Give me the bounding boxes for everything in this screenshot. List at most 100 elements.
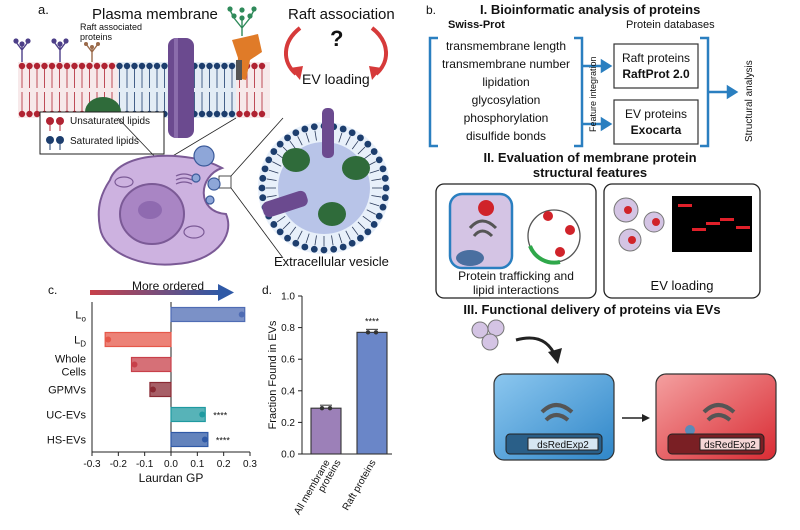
structural-analysis-label: Structural analysis [744,60,755,142]
ev-lipid-head [364,228,372,236]
ev-lipid-head [301,243,309,251]
ev-lipid-head [357,134,364,142]
c-x-tick-label: -0.2 [110,459,128,470]
lipid-head [213,110,221,118]
legend-saturated-label: Saturated lipids [70,136,139,147]
lipid-bilayer [18,62,270,118]
ev-particles [471,319,562,364]
ev-lipid-tail [268,169,279,174]
lipid-head [198,110,206,118]
nucleolus [138,201,162,219]
raft-proteins-label-line2: proteins [80,32,113,42]
lipid-head [18,62,26,70]
lipid-head [221,62,228,70]
ev-lipid-tail [297,136,303,146]
feature-2: transmembrane number [442,57,570,71]
panel-b: b. I. Bioinformatic analysis of proteins… [426,2,777,461]
ev-loading-label: EV loading [302,71,370,87]
lipid-head [213,62,221,70]
c-bar [170,306,246,323]
lipid-head [123,62,131,70]
lipid-head [41,62,48,70]
ev-lipid-tail [357,221,366,230]
d-bar [310,407,342,455]
section2-title-line2: structural features [533,165,647,180]
c-label-ld: LD [74,335,86,349]
reporter-left-label: dsRedExp2 [537,440,589,451]
d-bar [356,331,388,455]
ev-lipid-head [370,221,378,228]
trafficking-box: Protein trafficking and lipid interactio… [435,183,597,299]
lipid-head [56,62,63,70]
lipid-head [228,110,236,118]
ev-proteins [262,108,370,226]
ev-lipid-head [381,174,389,182]
d-y-tick-label: 0.8 [281,323,295,334]
ev-proteins-box [613,99,699,145]
lipid-head [243,110,251,118]
ev-lipid-head [339,243,347,251]
lipid-head [63,62,71,70]
c-label-whole: Whole [55,354,86,366]
d-x-tick-label: Raft proteins [341,458,379,513]
ev-lipid-tail [276,215,286,223]
raftprot-label: RaftProt 2.0 [622,67,690,81]
ev-lipid-head [320,246,328,254]
panel-a: a. Plasma membrane Raft associated prote… [13,2,395,269]
c-x-tick-label: -0.1 [136,459,154,470]
ev-lipid-tail [351,226,359,236]
protein-databases-label: Protein databases [626,19,715,31]
d-y-tick-label: 1.0 [281,292,295,303]
ev-lipid-tail [266,195,277,198]
lipid-head [251,110,258,118]
lipid-head [26,110,33,118]
ev-lipid-head [258,184,266,192]
glycan-trees [13,6,257,62]
ev-lipid-head [310,245,318,253]
ev-lipid-tail [289,140,297,150]
lipid-head [236,110,243,118]
more-ordered-label: More ordered [132,279,204,293]
extracellular-vesicle-label: Extracellular vesicle [274,254,389,269]
ev-lipid-head [375,212,383,220]
ev-lipid-head [375,156,383,164]
recipient-cell-red: dsRedExp2 [655,373,777,461]
lipid-head [71,62,78,70]
panel-d-label: d. [262,283,272,297]
section2-title-line1: II. Evaluation of membrane protein [483,150,696,165]
feature-integration-label: Feature integration [588,56,598,132]
unsaturated-lipid-icon [46,117,64,131]
ev-lipid-head [301,125,309,133]
ev-lipid-tail [362,215,372,223]
ev-lipid-head [382,184,390,192]
ev-lipid-tail [369,169,380,174]
feature-1: transmembrane length [446,39,566,53]
c-x-tick-label: -0.3 [83,459,101,470]
ev-lipid-head [261,165,269,173]
lipid-head [228,62,236,70]
c-x-tick-label: 0.3 [243,459,257,470]
lipid-head [18,110,26,118]
raft-association-title: Raft association [288,6,395,23]
ev-lipid-head [276,140,284,148]
ev-lipid-head [284,134,291,142]
ev-lipid-head [357,234,364,242]
ev-lipid-head [330,245,338,253]
ev-lipid-head [265,156,273,164]
ev-lipid-tail [345,136,351,146]
c-label-0: GPMVs [48,385,86,397]
lipid-head [131,62,138,70]
ev-lipid-head [310,123,318,131]
ev-lipid-tail [351,140,359,150]
question-mark: ? [330,26,343,51]
trafficking-label-line1: Protein trafficking and [458,269,574,283]
section3-title: III. Functional delivery of proteins via… [463,302,720,317]
c-data-point [131,361,138,368]
lipid-head [146,62,153,70]
c-label-1: UC-EVs [46,410,86,422]
trafficking-label-line2: lipid interactions [473,283,559,297]
feature-brackets [428,36,739,148]
lipid-head [93,62,101,70]
c-label-2: HS-EVs [47,435,87,447]
organelles [114,173,205,239]
